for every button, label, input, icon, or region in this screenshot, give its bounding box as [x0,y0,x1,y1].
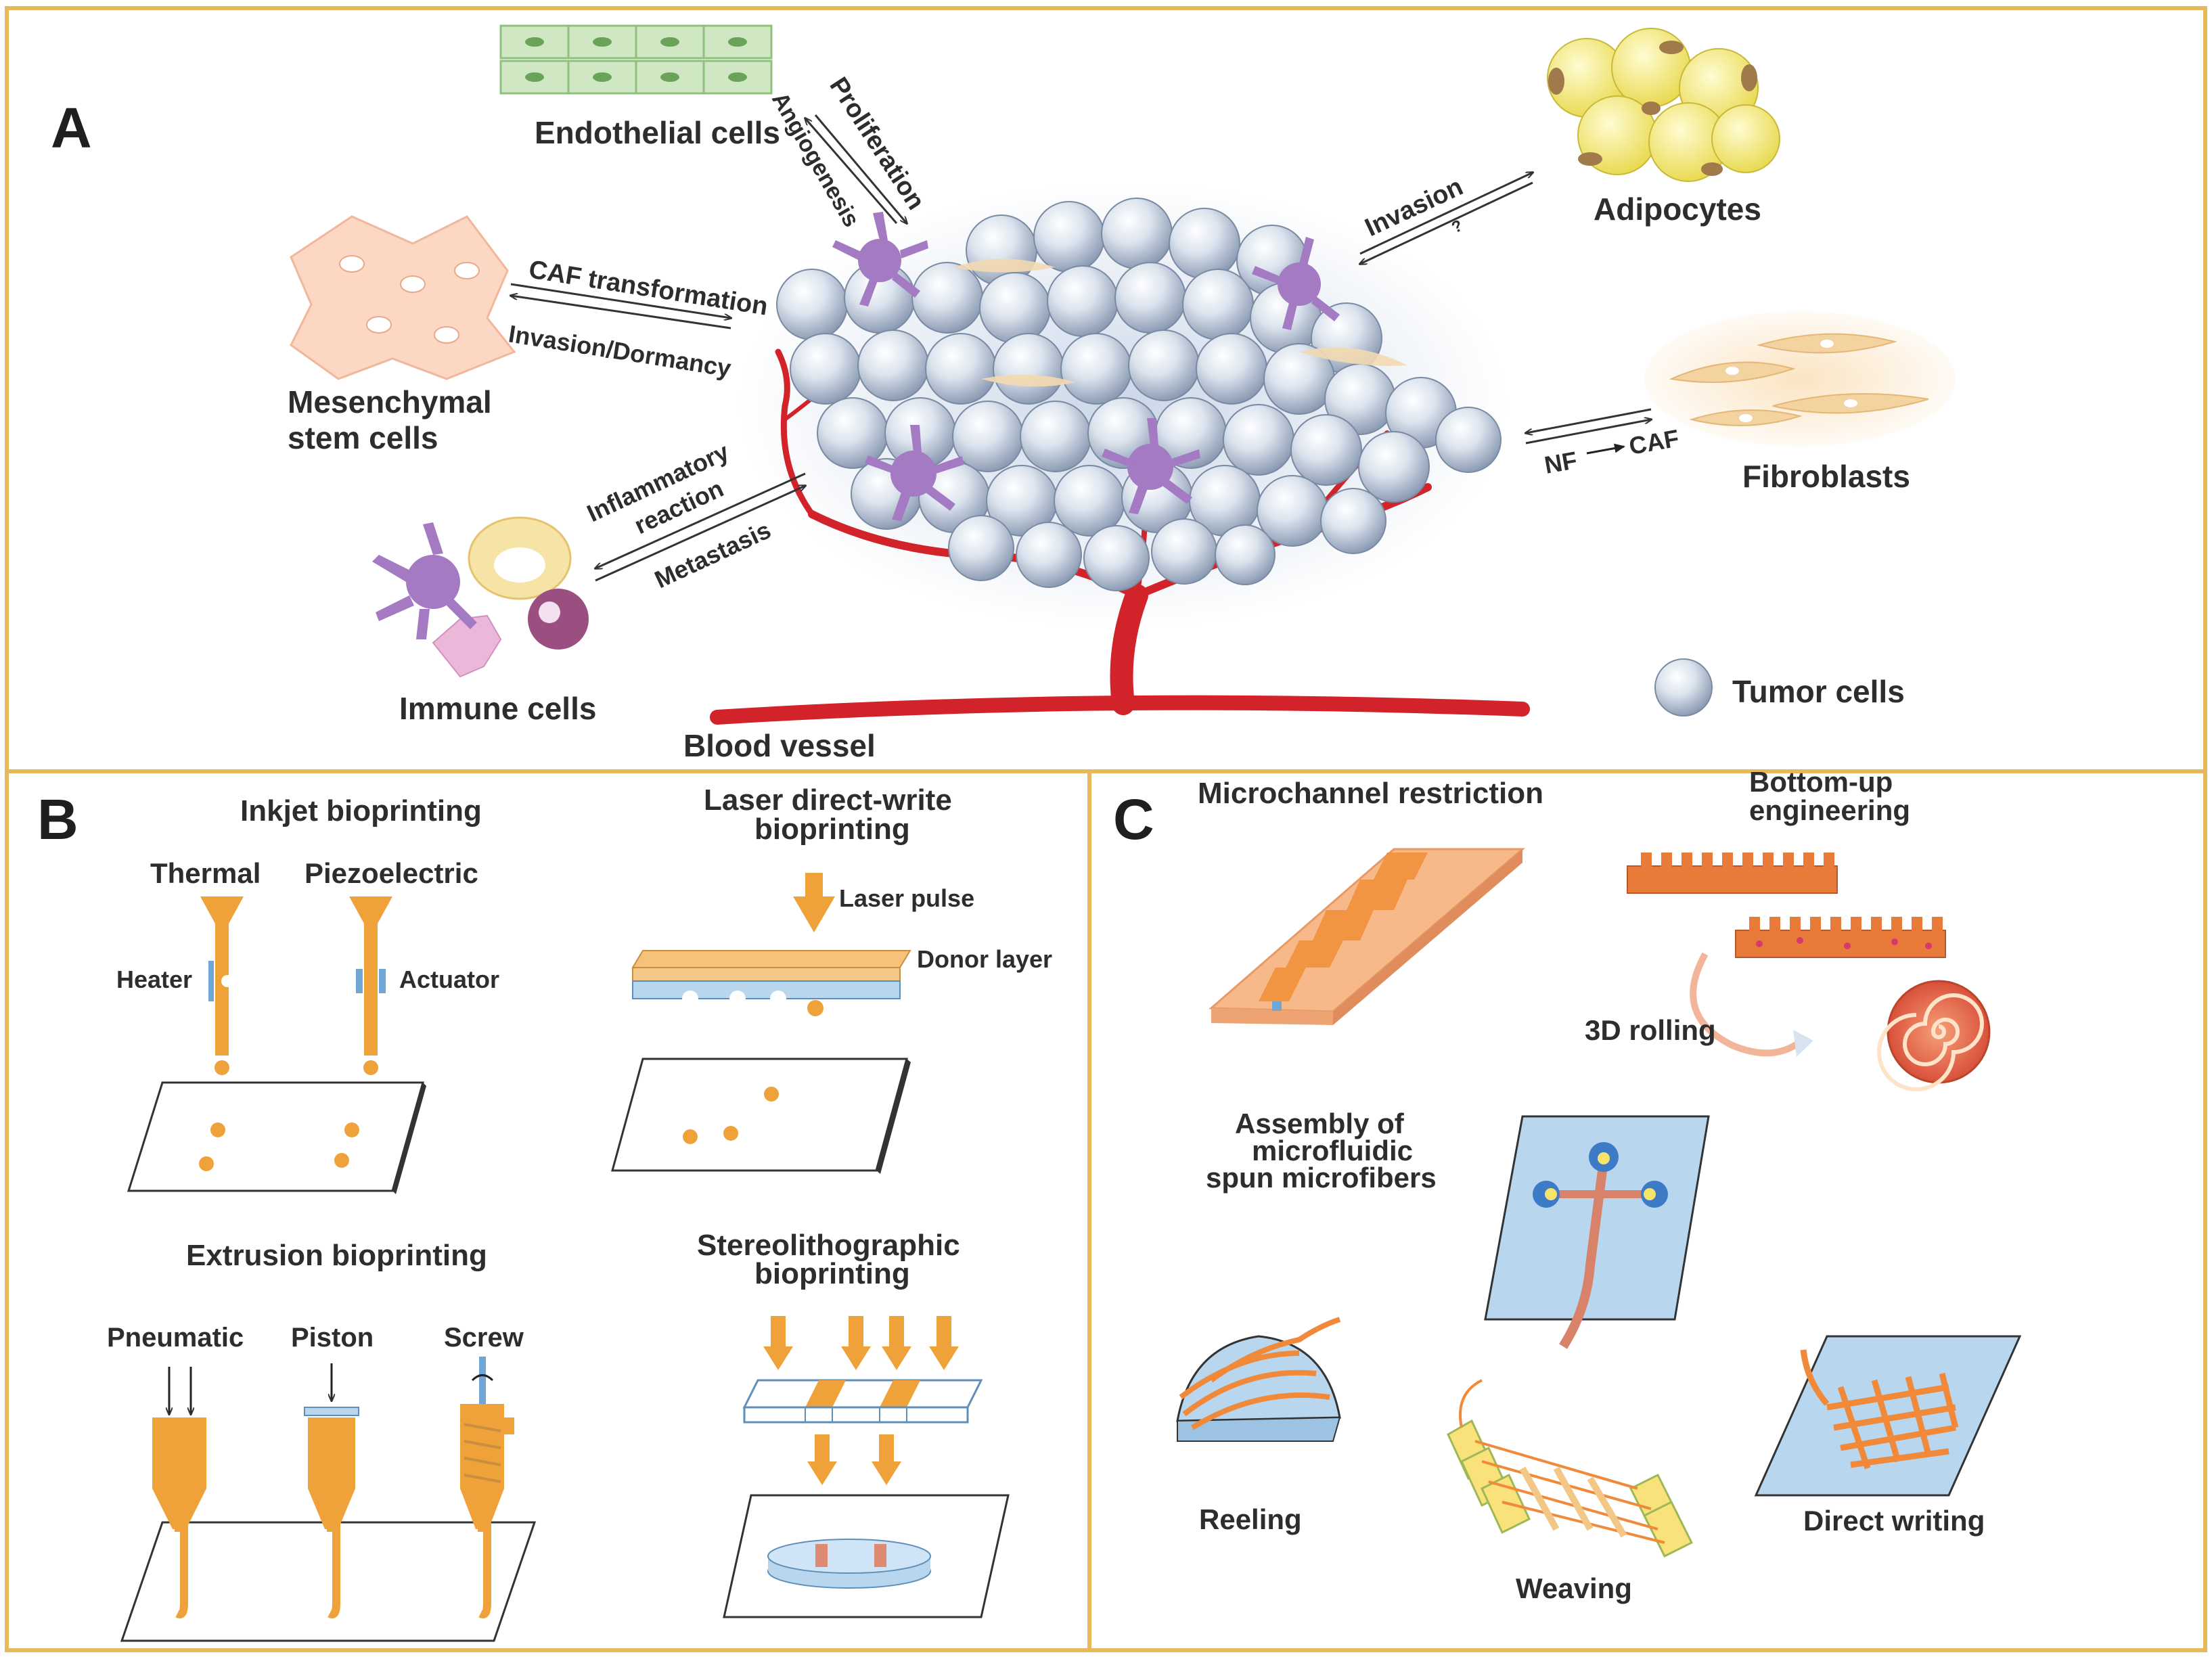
fibroblasts-illustration [1644,311,1956,447]
rolling-arrow [1690,952,1802,1057]
direct-writing-illustration [1754,1335,2022,1497]
bottom-up-title-line2: engineering [1749,794,1910,826]
nf-label: NF [1542,446,1579,479]
microchannel-title: Microchannel restriction [1198,777,1543,810]
direct-writing-label: Direct writing [1803,1505,1985,1537]
pneumatic-nozzle [152,1367,206,1618]
bottom-up-title-line1: Bottom-up [1749,766,1893,798]
thermal-label: Thermal [150,857,261,889]
donor-layer-label: Donor layer [917,945,1052,973]
rolling-arrow-head [1793,1030,1813,1057]
assembly-title-line1: Assembly of [1235,1108,1405,1139]
pneumatic-label: Pneumatic [107,1323,244,1353]
stereo-light-arrows-top [763,1316,959,1370]
panel-a-label: A [51,96,92,160]
stereo-mask [742,1379,983,1424]
caf-label: CAF [1627,424,1681,460]
laser-pulse-label: Laser pulse [839,884,974,912]
reeling-label: Reeling [1199,1503,1302,1535]
tumor-cell-legend-icon [1654,658,1713,717]
adipocytes-illustration [1547,28,1780,182]
bottom-up-layer-2 [1735,917,1946,958]
microchannel-chip [1209,848,1526,1025]
laser-substrate [611,1058,911,1174]
blood-vessel-label: Blood vessel [683,728,876,763]
weaving-label: Weaving [1516,1572,1632,1604]
stereo-title-line2: bioprinting [754,1257,910,1290]
screw-label: Screw [444,1323,524,1353]
stereo-light-arrows-bottom [807,1434,901,1485]
actuator-element-right [379,969,386,993]
unknown-label: ? [1449,217,1466,237]
bottom-up-layer-1 [1627,853,1838,894]
actuator-label: Actuator [399,966,499,993]
donor-layer-stack [631,950,911,1016]
rolled-spiral [1877,980,1991,1091]
fibroblast-strands-in-tumor [954,258,1407,387]
panel-c-frame [1087,769,2207,1652]
immune-cells-label: Immune cells [399,691,596,726]
invasion-label: Invasion [1361,173,1467,242]
assembly-title-line2: microfluidic [1252,1135,1413,1166]
stereo-substrate [723,1494,1010,1618]
rolling-label: 3D rolling [1585,1014,1716,1046]
weaving-illustration [1447,1379,1694,1558]
endothelial-cells-label: Endothelial cells [535,115,780,150]
nf-to-caf-arrow [1586,443,1625,455]
assembly-title-line3: spun microfibers [1206,1162,1437,1194]
inkjet-title: Inkjet bioprinting [240,794,482,827]
panel-c-label: C [1113,788,1154,851]
extrusion-title: Extrusion bioprinting [186,1239,487,1272]
heater-element [208,961,214,1001]
piston-label: Piston [291,1323,374,1353]
piezoelectric-label: Piezoelectric [304,857,478,889]
laser-pulse-arrow [793,873,835,932]
endothelial-cells-illustration [499,24,773,95]
actuator-element-left [356,969,363,993]
microfluidic-chip [1484,1115,1710,1349]
piston-nozzle [304,1363,359,1618]
heater-bubble [221,975,233,987]
adipocytes-label: Adipocytes [1594,191,1761,227]
laser-title-line2: bioprinting [754,813,910,846]
mesenchymal-stem-cells-illustration [290,215,516,380]
stereo-title-line1: Stereolithographic [697,1229,960,1262]
immune-cells-illustration [372,516,589,678]
extrusion-substrate [120,1521,537,1642]
mesenchymal-label-line1: Mesenchymal [288,384,492,419]
tumor-cells-legend-label: Tumor cells [1732,674,1905,709]
thermal-nozzle [200,896,244,1104]
interaction-arrows [511,114,1651,582]
screw-nozzle [460,1357,514,1618]
reeling-illustration [1176,1317,1341,1442]
mesenchymal-label-line2: stem cells [288,420,438,455]
inkjet-substrate [127,1081,426,1194]
caf-transformation-label: CAF transformation [527,255,770,321]
piezo-nozzle [349,896,392,1104]
panel-b-label: B [37,788,78,851]
heater-label: Heater [116,966,192,993]
laser-title-line1: Laser direct-write [704,784,952,817]
invasion-dormancy-label: Invasion/Dormancy [507,319,733,382]
infiltrating-immune-cells [832,212,1340,521]
tumor-cells-cluster [776,198,1502,591]
fibroblasts-label: Fibroblasts [1742,459,1910,494]
